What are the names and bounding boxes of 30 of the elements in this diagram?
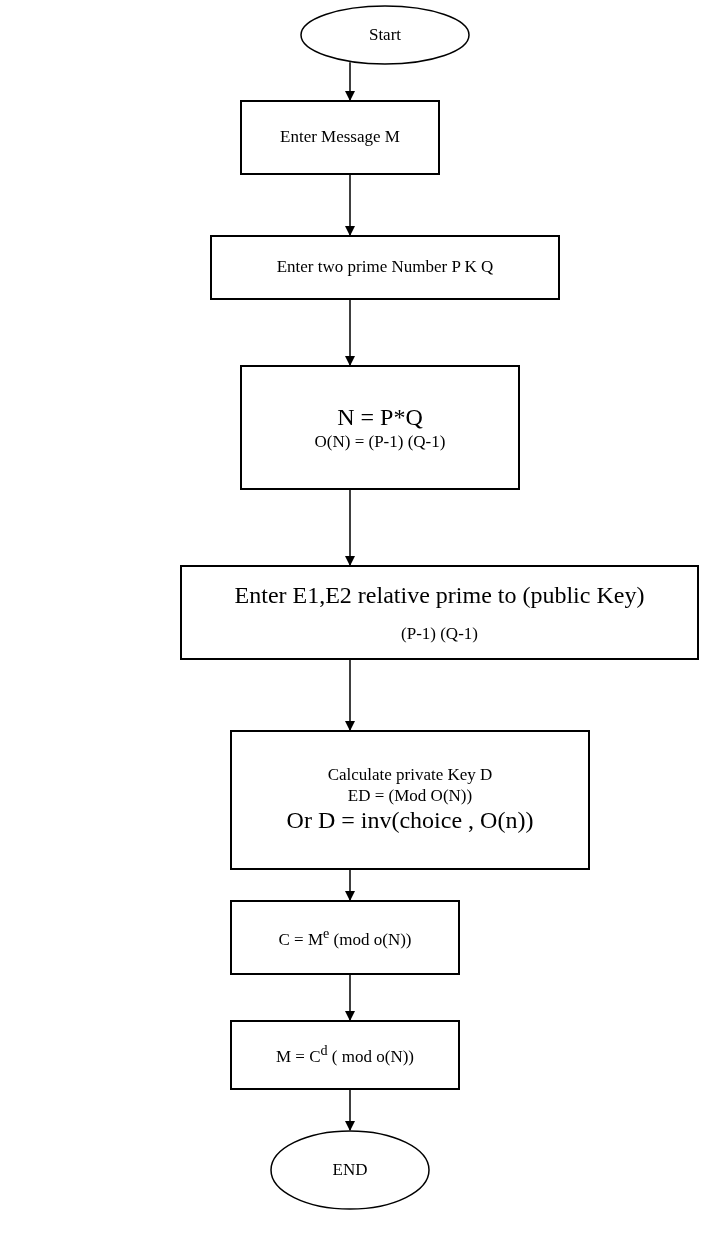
process-box <box>210 235 560 300</box>
node-text: O(N) = (P-1) (Q-1) <box>314 431 446 453</box>
arrow <box>345 659 355 731</box>
terminal-ellipse <box>270 1130 430 1210</box>
node-text: N = P*Q <box>337 402 423 432</box>
node-text: Enter Message M <box>280 127 400 148</box>
node-text: Or D = inv(choice , O(n)) <box>286 806 534 835</box>
process-box <box>240 365 520 490</box>
node-text: Enter two prime Number P K Q <box>276 257 494 278</box>
arrow <box>345 61 355 101</box>
node-text: M = C$^{d}$ ( mod o(N)) <box>276 1042 414 1068</box>
arrow <box>345 299 355 366</box>
process-box <box>230 1020 460 1090</box>
process-box <box>180 565 699 660</box>
node-text: ED = (Mod O(N)) <box>347 785 473 806</box>
arrow <box>345 974 355 1021</box>
node-text: (P-1) (Q-1) <box>401 623 478 645</box>
process-box <box>230 900 460 975</box>
node-text: Start <box>368 24 402 46</box>
arrow <box>345 1089 355 1131</box>
terminal-ellipse <box>300 5 470 65</box>
arrow <box>345 174 355 236</box>
node-text: Enter E1,E2 relative prime to (public Key) <box>234 580 645 610</box>
node-text: END <box>332 1159 368 1181</box>
node-text: Calculate private Key D <box>327 765 493 786</box>
arrow <box>345 869 355 901</box>
process-box <box>230 730 590 870</box>
node-text: C = M$^{e}$ (mod o(N)) <box>278 924 412 950</box>
arrow <box>345 489 355 566</box>
process-box <box>240 100 440 175</box>
